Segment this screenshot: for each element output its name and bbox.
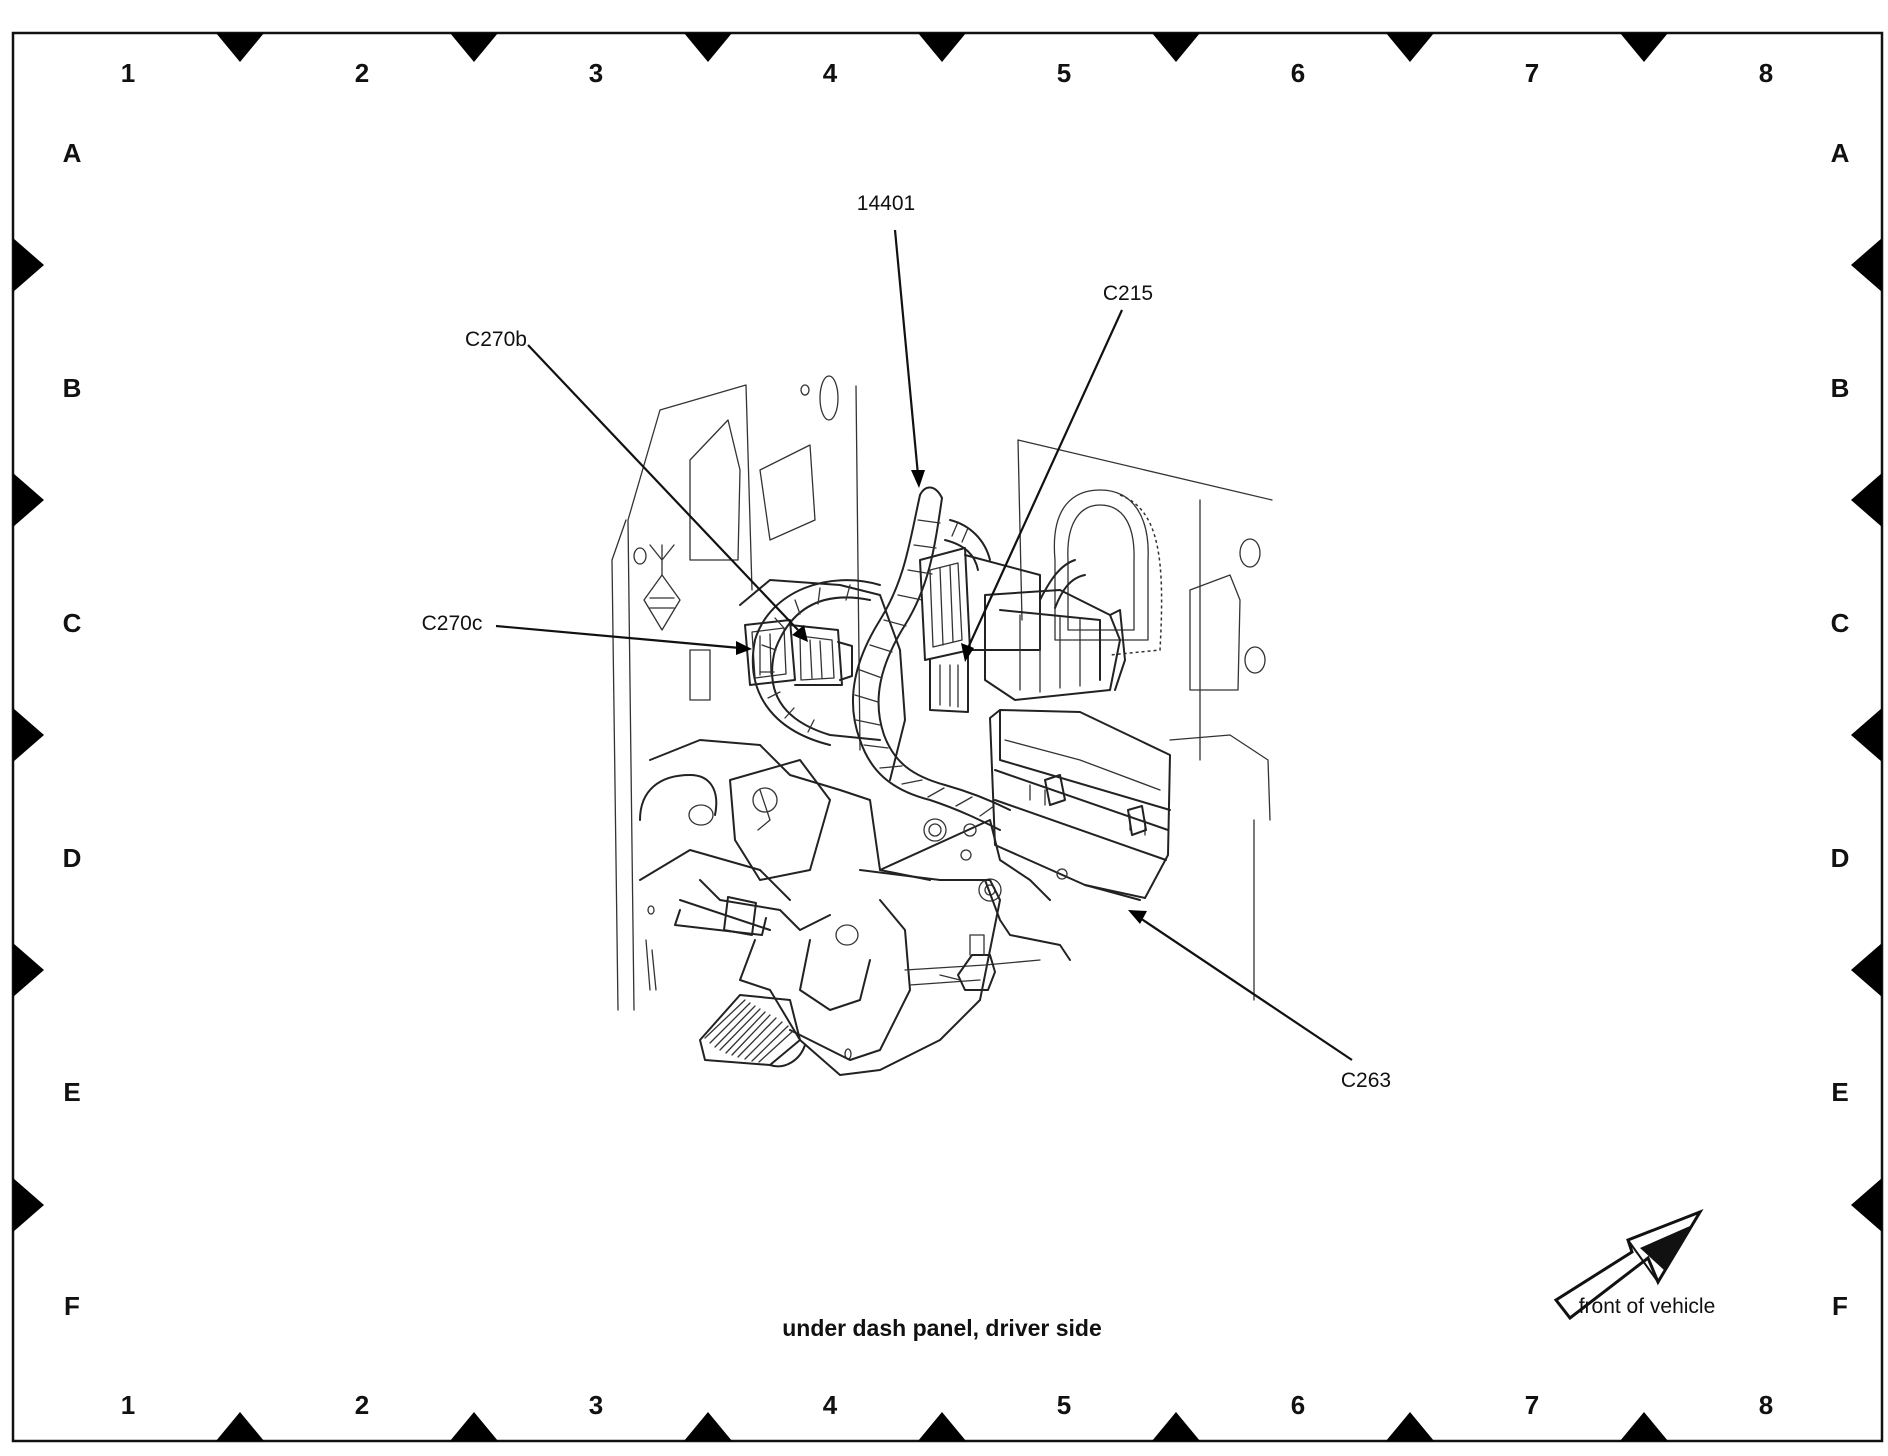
front-of-vehicle-label: front of vehicle: [1579, 1295, 1716, 1318]
row-label: B: [1831, 373, 1850, 403]
column-label: 1: [121, 1390, 135, 1420]
row-label: C: [1831, 608, 1850, 638]
row-label: F: [1832, 1291, 1848, 1321]
row-labels-left: A B C D E F: [63, 138, 82, 1321]
column-label: 7: [1525, 1390, 1539, 1420]
row-label: D: [63, 843, 82, 873]
row-labels-right: A B C D E F: [1831, 138, 1850, 1321]
callout-c270c: C270c: [422, 612, 752, 655]
row-label: E: [63, 1077, 80, 1107]
column-labels-bottom: 1 2 3 4 5 6 7 8: [121, 1390, 1773, 1420]
callout-label-c270b: C270b: [465, 328, 527, 351]
row-label: A: [1831, 138, 1850, 168]
callout-label-c215: C215: [1103, 282, 1153, 305]
callout-c263: C263: [1128, 910, 1391, 1092]
row-label: D: [1831, 843, 1850, 873]
right-zone-markers: [1851, 238, 1882, 1232]
column-label: 8: [1759, 58, 1773, 88]
column-label: 1: [121, 58, 135, 88]
column-labels-top: 1 2 3 4 5 6 7 8: [121, 58, 1773, 88]
callout-label-14401: 14401: [857, 192, 915, 215]
diagram-caption: under dash panel, driver side: [782, 1315, 1102, 1341]
callout-label-c263: C263: [1341, 1069, 1391, 1092]
left-zone-markers: [13, 238, 44, 1232]
callout-c270b: C270b: [465, 328, 808, 642]
column-label: 7: [1525, 58, 1539, 88]
row-label: C: [63, 608, 82, 638]
under-dash-illustration: [611, 375, 1273, 1076]
callout-label-c270c: C270c: [422, 612, 483, 635]
column-label: 5: [1057, 1390, 1071, 1420]
column-label: 2: [355, 1390, 369, 1420]
row-label: F: [64, 1291, 80, 1321]
callout-14401: 14401: [857, 192, 925, 488]
column-label: 2: [355, 58, 369, 88]
row-label: A: [63, 138, 82, 168]
diagram-frame: [11, 31, 1884, 1443]
column-label: 6: [1291, 1390, 1305, 1420]
front-direction-arrow-icon: [1553, 1209, 1704, 1321]
top-zone-markers: [216, 33, 1668, 62]
column-label: 8: [1759, 1390, 1773, 1420]
column-label: 5: [1057, 58, 1071, 88]
column-label: 3: [589, 58, 603, 88]
column-label: 6: [1291, 58, 1305, 88]
column-label: 3: [589, 1390, 603, 1420]
bottom-zone-markers: [216, 1412, 1668, 1441]
column-label: 4: [823, 1390, 838, 1420]
row-label: B: [63, 373, 82, 403]
callout-c215: C215: [961, 282, 1153, 662]
column-label: 4: [823, 58, 838, 88]
row-label: E: [1831, 1077, 1848, 1107]
